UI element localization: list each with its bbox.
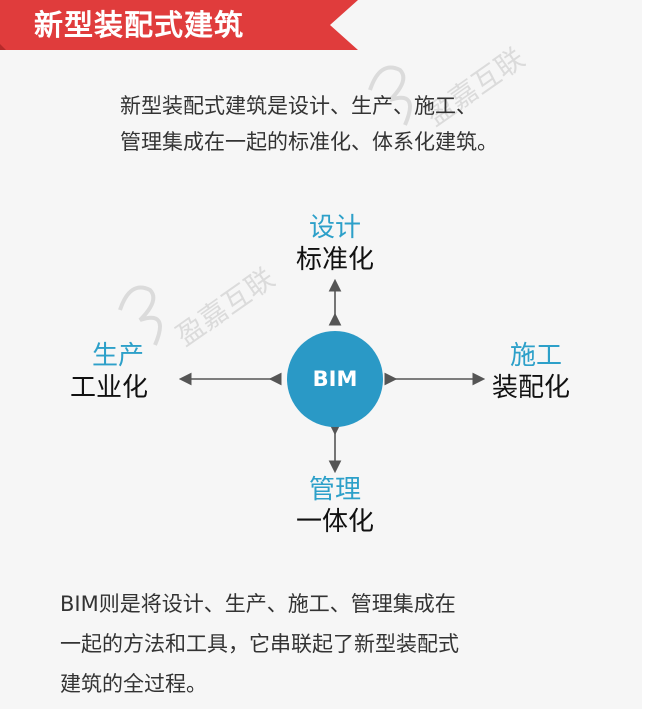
watermark-logo-2: 盈嘉互联 (118, 261, 281, 353)
node-top: 设计 标准化 (280, 212, 390, 276)
node-right: 施工 装配化 (492, 340, 602, 404)
node-bottom-subtitle: 一体化 (295, 507, 374, 537)
node-left: 生产 工业化 (70, 340, 180, 404)
banner-title: 新型装配式建筑 (34, 8, 245, 42)
watermark-logo: 盈嘉互联 (368, 41, 531, 133)
outro-line-1: BIM则是将设计、生产、施工、管理集成在 (60, 592, 456, 616)
outro-paragraph: BIM则是将设计、生产、施工、管理集成在 一起的方法和工具，它串联起了新型装配式… (60, 584, 600, 704)
node-bottom: 管理 一体化 (280, 474, 390, 538)
outro-line-2: 一起的方法和工具，它串联起了新型装配式 (60, 632, 459, 656)
watermark-left: 盈嘉互联 (100, 250, 330, 364)
node-right-title: 施工 (510, 341, 563, 371)
right-border (642, 0, 646, 709)
title-banner: 新型装配式建筑 (0, 0, 360, 50)
node-left-title: 生产 (92, 341, 145, 371)
node-top-subtitle: 标准化 (295, 245, 374, 275)
bim-center-node: BIM (287, 331, 383, 427)
intro-line-2: 管理集成在一起的标准化、体系化建筑。 (120, 130, 498, 154)
intro-line-1: 新型装配式建筑是设计、生产、施工、 (120, 94, 477, 118)
intro-paragraph: 新型装配式建筑是设计、生产、施工、 管理集成在一起的标准化、体系化建筑。 (120, 88, 580, 160)
node-left-subtitle: 工业化 (70, 373, 149, 403)
node-right-subtitle: 装配化 (492, 373, 571, 403)
node-top-title: 设计 (308, 213, 361, 243)
banner-shape (0, 0, 358, 50)
node-bottom-title: 管理 (308, 475, 361, 505)
watermark-top: 盈嘉互联 (350, 30, 580, 144)
outro-line-3: 建筑的全过程。 (60, 672, 207, 696)
